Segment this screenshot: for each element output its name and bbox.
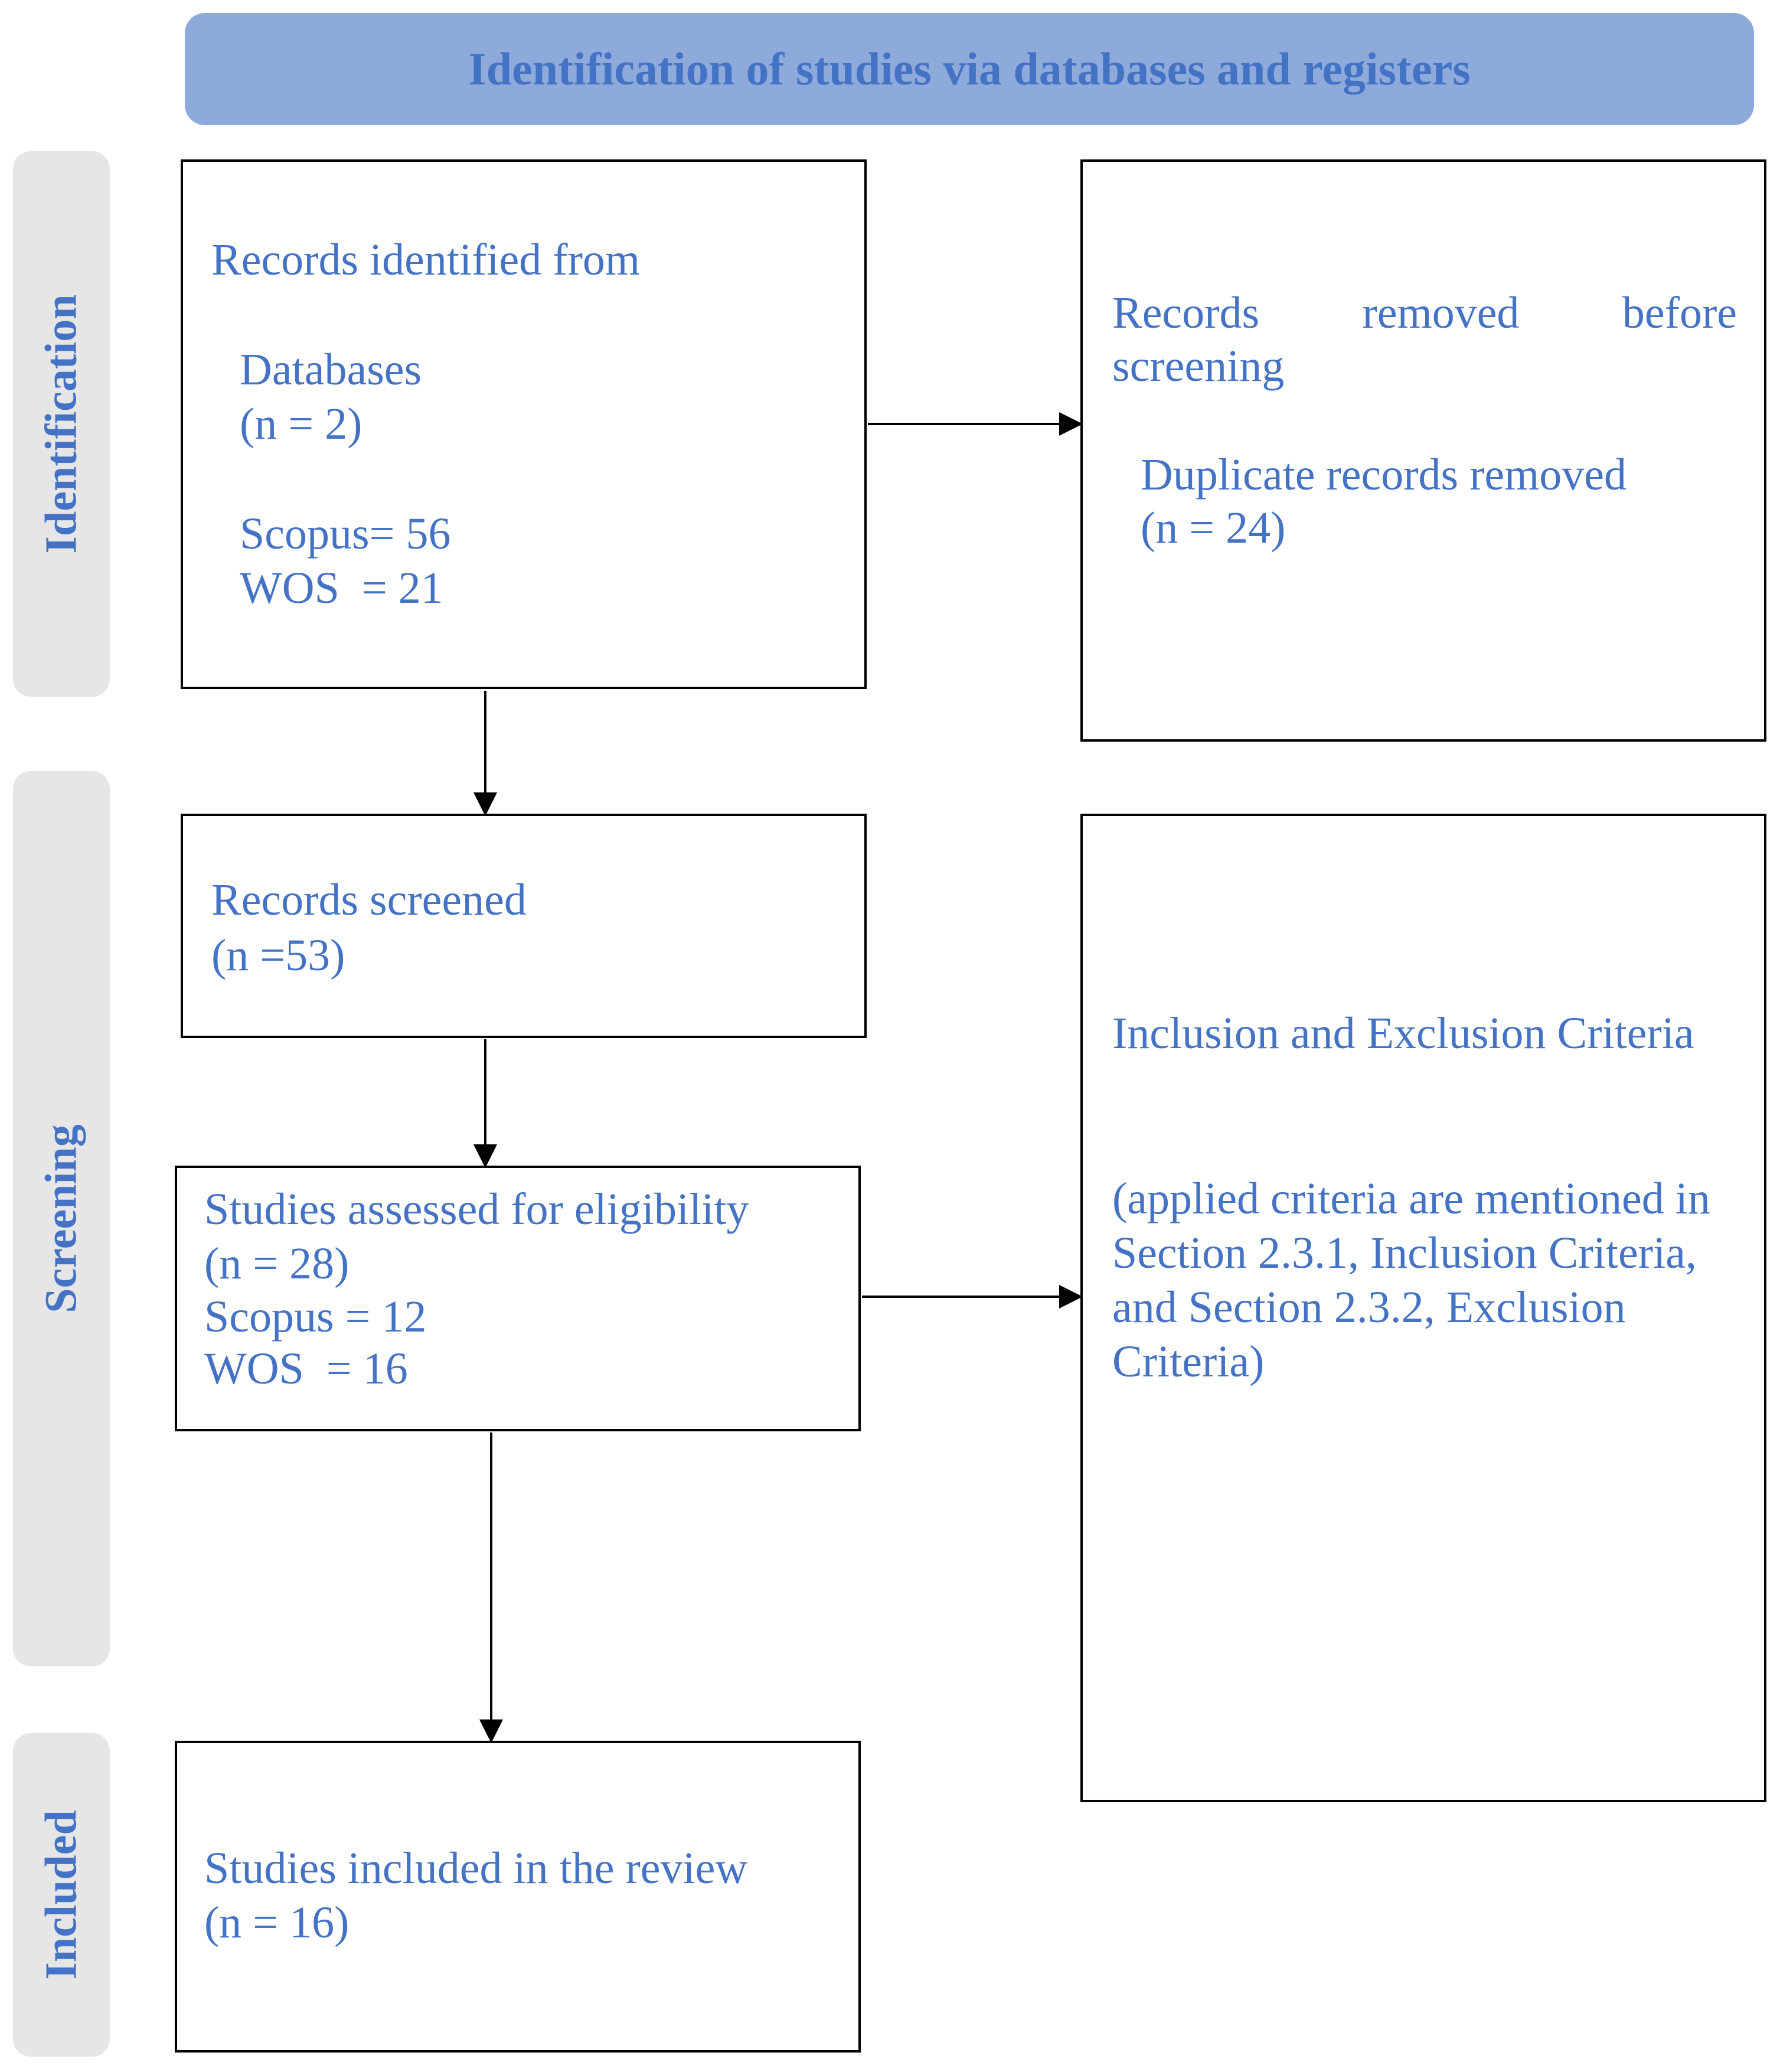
- eligibility-count: (n = 28): [204, 1239, 350, 1288]
- scopus-count: Scopus= 56: [240, 509, 451, 559]
- header-bar: Identification of studies via databases …: [185, 13, 1754, 125]
- phase-identification: Identification: [13, 151, 110, 697]
- criteria-title: Inclusion and Exclusion Criteria: [1112, 1009, 1694, 1058]
- records-removed-box: Records removed before screening Duplica…: [1080, 159, 1766, 742]
- records-removed-heading-line1: Records removed before: [1112, 288, 1737, 338]
- phase-screening: Screening: [13, 771, 110, 1666]
- phase-included: Included: [13, 1733, 110, 2057]
- records-identified-box: Records identified from Databases (n = 2…: [181, 159, 867, 689]
- eligibility-wos: WOS = 16: [204, 1344, 408, 1394]
- records-screened-box: Records screened (n =53): [181, 814, 867, 1038]
- duplicates-label: Duplicate records removed: [1141, 450, 1627, 500]
- included-box: Studies included in the review (n = 16): [175, 1741, 861, 2053]
- included-label: Studies included in the review: [204, 1843, 748, 1893]
- duplicates-count: (n = 24): [1141, 503, 1286, 553]
- header-title: Identification of studies via databases …: [468, 43, 1471, 94]
- eligibility-scopus: Scopus = 12: [204, 1292, 427, 1342]
- included-count: (n = 16): [204, 1898, 350, 1947]
- eligibility-box: Studies assessed for eligibility (n = 28…: [175, 1166, 861, 1431]
- databases-count: (n = 2): [240, 399, 362, 449]
- criteria-box: Inclusion and Exclusion Criteria (applie…: [1080, 814, 1766, 1802]
- criteria-note: (applied criteria are mentioned in Secti…: [1112, 1174, 1710, 1386]
- wos-count: WOS = 21: [240, 563, 443, 613]
- records-removed-heading-line2: screening: [1112, 341, 1285, 391]
- records-identified-heading: Records identified from: [211, 235, 641, 285]
- databases-label: Databases: [240, 345, 422, 394]
- eligibility-label: Studies assessed for eligibility: [204, 1185, 749, 1234]
- records-screened-label: Records screened: [211, 875, 527, 925]
- records-screened-count: (n =53): [211, 931, 345, 980]
